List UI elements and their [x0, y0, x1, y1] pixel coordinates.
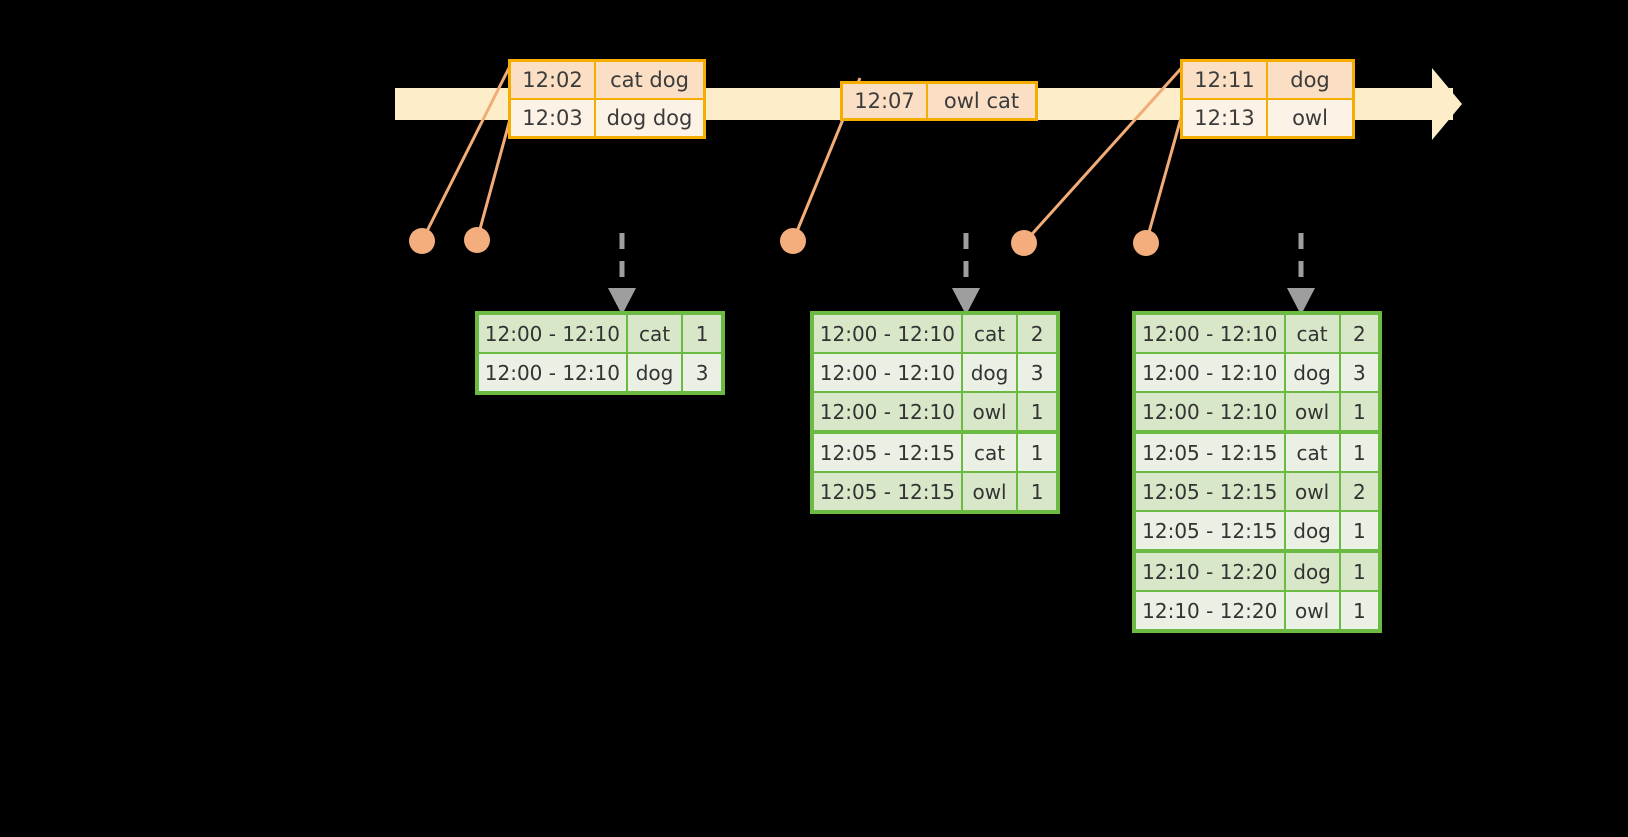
table-group: 12:05 - 12:15 cat 1 12:05 - 12:15 owl 1: [814, 430, 1056, 510]
cell-window: 12:00 - 12:10: [479, 354, 628, 391]
cell-window: 12:00 - 12:10: [814, 354, 963, 391]
cell-window: 12:00 - 12:10: [1136, 354, 1286, 391]
cell-count: 2: [1340, 315, 1378, 352]
cell-count: 1: [1340, 592, 1378, 629]
cell-key: dog: [1285, 553, 1341, 590]
cell-key: owl: [1285, 473, 1341, 510]
cell-key: cat: [1285, 434, 1341, 471]
event-time: 12:02: [511, 62, 596, 98]
event-group-1[interactable]: 12:02 cat dog 12:03 dog dog: [508, 59, 706, 139]
table-row[interactable]: 12:00 - 12:10 dog 3: [479, 352, 721, 391]
event-group-2[interactable]: 12:07 owl cat: [840, 81, 1038, 121]
event-words: dog: [1268, 62, 1352, 98]
connector-dot-2: [464, 227, 490, 253]
cell-count: 3: [683, 354, 721, 391]
table-group: 12:00 - 12:10 cat 1 12:00 - 12:10 dog 3: [479, 315, 721, 391]
table-group: 12:05 - 12:15 cat 1 12:05 - 12:15 owl 2 …: [1136, 430, 1378, 549]
cell-count: 1: [1340, 393, 1378, 430]
table-row[interactable]: 12:10 - 12:20 owl 1: [1136, 590, 1378, 629]
table-row[interactable]: 12:05 - 12:15 cat 1: [814, 434, 1056, 471]
table-row[interactable]: 12:00 - 12:10 owl 1: [1136, 391, 1378, 430]
cell-count: 1: [1340, 512, 1378, 549]
table-row[interactable]: 12:00 - 12:10 cat 1: [479, 315, 721, 352]
cell-key: owl: [962, 393, 1019, 430]
cell-count: 1: [1018, 473, 1056, 510]
cell-key: dog: [962, 354, 1019, 391]
cell-window: 12:05 - 12:15: [1136, 473, 1286, 510]
cell-key: cat: [1285, 315, 1341, 352]
cell-window: 12:00 - 12:10: [1136, 315, 1286, 352]
cell-count: 1: [683, 315, 721, 352]
cell-window: 12:00 - 12:10: [479, 315, 628, 352]
event-time: 12:07: [843, 84, 928, 118]
table-group: 12:00 - 12:10 cat 2 12:00 - 12:10 dog 3 …: [1136, 315, 1378, 430]
table-group: 12:10 - 12:20 dog 1 12:10 - 12:20 owl 1: [1136, 549, 1378, 629]
cell-count: 1: [1018, 393, 1056, 430]
event-row[interactable]: 12:11 dog: [1183, 62, 1352, 98]
table-row[interactable]: 12:00 - 12:10 dog 3: [814, 352, 1056, 391]
cell-window: 12:00 - 12:10: [814, 393, 963, 430]
table-row[interactable]: 12:05 - 12:15 owl 1: [814, 471, 1056, 510]
cell-window: 12:05 - 12:15: [814, 434, 963, 471]
cell-key: cat: [962, 434, 1019, 471]
table-row[interactable]: 12:05 - 12:15 owl 2: [1136, 471, 1378, 510]
timeline-arrowhead: [1400, 68, 1462, 140]
cell-window: 12:10 - 12:20: [1136, 553, 1286, 590]
table-row[interactable]: 12:05 - 12:15 cat 1: [1136, 434, 1378, 471]
cell-count: 1: [1340, 434, 1378, 471]
cell-count: 2: [1018, 315, 1056, 352]
event-words: cat dog: [596, 62, 703, 98]
cell-key: owl: [1285, 592, 1341, 629]
cell-count: 1: [1018, 434, 1056, 471]
event-time: 12:13: [1183, 100, 1268, 136]
cell-key: dog: [1285, 354, 1341, 391]
table-row[interactable]: 12:00 - 12:10 cat 2: [1136, 315, 1378, 352]
connector-dot-4: [1011, 230, 1037, 256]
event-row[interactable]: 12:02 cat dog: [511, 62, 703, 98]
table-row[interactable]: 12:00 - 12:10 cat 2: [814, 315, 1056, 352]
event-row[interactable]: 12:13 owl: [1183, 98, 1352, 136]
event-words: owl: [1268, 100, 1352, 136]
result-table-2[interactable]: 12:00 - 12:10 cat 2 12:00 - 12:10 dog 3 …: [810, 311, 1060, 514]
cell-key: cat: [962, 315, 1019, 352]
cell-window: 12:00 - 12:10: [1136, 393, 1286, 430]
event-time: 12:11: [1183, 62, 1268, 98]
cell-key: owl: [962, 473, 1019, 510]
cell-count: 3: [1340, 354, 1378, 391]
event-time: 12:03: [511, 100, 596, 136]
cell-count: 3: [1018, 354, 1056, 391]
result-table-3[interactable]: 12:00 - 12:10 cat 2 12:00 - 12:10 dog 3 …: [1132, 311, 1382, 633]
cell-key: cat: [627, 315, 684, 352]
event-row[interactable]: 12:07 owl cat: [843, 84, 1035, 118]
cell-key: dog: [1285, 512, 1341, 549]
result-table-1[interactable]: 12:00 - 12:10 cat 1 12:00 - 12:10 dog 3: [475, 311, 725, 395]
cell-key: owl: [1285, 393, 1341, 430]
cell-count: 1: [1340, 553, 1378, 590]
cell-window: 12:00 - 12:10: [814, 315, 963, 352]
cell-window: 12:05 - 12:15: [814, 473, 963, 510]
table-row[interactable]: 12:00 - 12:10 dog 3: [1136, 352, 1378, 391]
connector-dot-3: [780, 228, 806, 254]
event-words: owl cat: [928, 84, 1035, 118]
table-row[interactable]: 12:05 - 12:15 dog 1: [1136, 510, 1378, 549]
table-group: 12:00 - 12:10 cat 2 12:00 - 12:10 dog 3 …: [814, 315, 1056, 430]
cell-key: dog: [627, 354, 684, 391]
cell-window: 12:10 - 12:20: [1136, 592, 1286, 629]
cell-window: 12:05 - 12:15: [1136, 434, 1286, 471]
cell-count: 2: [1340, 473, 1378, 510]
connector-line-2: [475, 111, 514, 241]
event-words: dog dog: [596, 100, 703, 136]
event-row[interactable]: 12:03 dog dog: [511, 98, 703, 136]
table-row[interactable]: 12:00 - 12:10 owl 1: [814, 391, 1056, 430]
event-group-3[interactable]: 12:11 dog 12:13 owl: [1180, 59, 1355, 139]
table-row[interactable]: 12:10 - 12:20 dog 1: [1136, 553, 1378, 590]
cell-window: 12:05 - 12:15: [1136, 512, 1286, 549]
connector-dot-5: [1133, 230, 1159, 256]
connector-dot-1: [409, 228, 435, 254]
